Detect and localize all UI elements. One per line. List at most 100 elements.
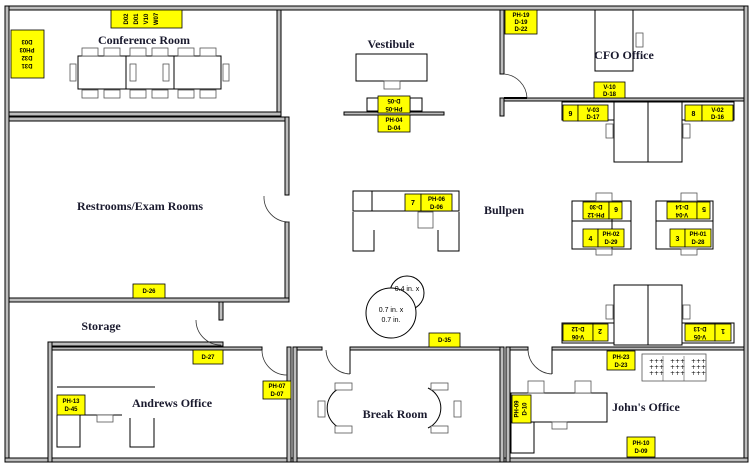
shelf-mark: + (659, 364, 664, 371)
chair (430, 382, 449, 391)
shelf-mark: + (675, 358, 680, 365)
svg-text:PH-05: PH-05 (385, 105, 403, 111)
svg-text:PH-12: PH-12 (587, 211, 605, 217)
wall-conf-right (276, 9, 282, 115)
wall-andrews-right (286, 346, 292, 463)
chair (81, 47, 99, 57)
break-table-left (317, 382, 353, 434)
chair (574, 380, 592, 394)
desk (647, 101, 683, 163)
chair (595, 192, 613, 202)
desk (56, 415, 81, 448)
wall-rest-right-b (284, 221, 290, 303)
svg-text:D-12: D-12 (571, 325, 585, 331)
room-label-cfo: CFO Office (594, 48, 654, 62)
tag-cfo-bottom: V-10 D-18 (593, 81, 626, 99)
desk-return (437, 212, 460, 252)
room-label-conference: Conference Room (98, 33, 190, 47)
counter-block (409, 97, 423, 112)
tag-desk-8: 8 V-02 D-16 (684, 104, 734, 122)
tag-desk-6: 6 PH-12 D-30 (582, 201, 623, 220)
svg-text:D-35: D-35 (438, 338, 452, 344)
wall-storage-right (218, 301, 224, 321)
svg-text:PH-19: PH-19 (512, 13, 530, 19)
chair (177, 89, 195, 99)
shelf-mark: + (670, 358, 675, 365)
tag-desk-1: 1 V-05 D-13 (684, 323, 732, 342)
wall-rest-right-a (284, 116, 290, 196)
room-label-john: John's Office (612, 400, 680, 414)
svg-text:D-10: D-10 (523, 402, 529, 416)
svg-text:D-18: D-18 (603, 92, 617, 98)
wall-storage-bottom (47, 341, 224, 347)
chair (103, 47, 121, 57)
svg-text:D-23: D-23 (614, 363, 628, 369)
desk (129, 418, 155, 448)
desk-return (352, 212, 375, 252)
svg-text:V-05: V-05 (693, 333, 706, 339)
wall-break-top-a (296, 346, 323, 351)
svg-text:D-09: D-09 (634, 449, 648, 455)
chair (199, 47, 217, 57)
shelf-mark: + (675, 364, 680, 371)
tag-john-desk: PH-09 D-10 (511, 394, 532, 424)
tag-desk-4: 4 PH-02 D-29 (582, 228, 625, 248)
chair (151, 47, 169, 57)
wall-bottom (4, 457, 749, 463)
chair (129, 63, 137, 82)
svg-text:D-04: D-04 (387, 126, 401, 132)
desk (647, 284, 683, 346)
shelf-mark: + (701, 370, 706, 377)
shelf-mark: + (670, 370, 675, 377)
shelf-mark: + (675, 370, 680, 377)
wall-break-left (292, 346, 298, 463)
desk-return (510, 421, 535, 454)
svg-text:3: 3 (676, 236, 680, 243)
chair (453, 400, 462, 418)
chair (383, 80, 401, 90)
svg-text:V-02: V-02 (711, 108, 724, 114)
chair (635, 32, 644, 48)
shelf-mark: + (654, 364, 659, 371)
room-label-bullpen: Bullpen (484, 203, 524, 217)
svg-text:D-07: D-07 (270, 392, 284, 398)
desk (613, 284, 649, 346)
svg-text:6: 6 (614, 205, 618, 212)
svg-text:7: 7 (411, 200, 415, 207)
svg-text:PH-04: PH-04 (385, 118, 403, 124)
svg-text:D-45: D-45 (64, 407, 78, 413)
wall-conf-bottom (8, 111, 282, 117)
svg-text:D-19: D-19 (514, 20, 528, 26)
door-restroom (263, 195, 290, 223)
door-cfo (503, 73, 528, 99)
tag-cfo-corner: PH-19 D-19 D-22 (504, 9, 538, 35)
svg-text:D-28: D-28 (691, 240, 705, 246)
tag-desk-3: 3 PH-01 D-28 (669, 228, 712, 248)
svg-text:D-05: D-05 (387, 97, 401, 103)
shelf-mark: + (670, 364, 675, 371)
tag-desk-2: 2 V-06 D-12 (562, 323, 609, 342)
svg-text:D02: D02 (124, 13, 130, 25)
shelf-mark: + (649, 370, 654, 377)
shelf-mark: + (659, 370, 664, 377)
svg-text:8: 8 (692, 111, 696, 118)
shelf-mark: + (654, 370, 659, 377)
chair (81, 89, 99, 99)
round-table (326, 387, 341, 429)
desk (352, 190, 374, 212)
svg-text:PH03: PH03 (19, 46, 35, 52)
large-circle-line2: 0.7 in. (381, 317, 400, 324)
shelf-mark: + (680, 370, 685, 377)
tag-desk-7: 7 PH-06 D-06 (404, 193, 453, 212)
tag-desk-9: 9 V-03 D-17 (562, 104, 609, 122)
svg-text:D-29: D-29 (604, 240, 618, 246)
shelf-mark: + (701, 364, 706, 371)
chair (430, 425, 449, 434)
svg-text:D-14: D-14 (675, 203, 689, 209)
cfo-desk (594, 9, 634, 72)
wall-rest-top (8, 116, 290, 122)
large-circle (365, 287, 417, 339)
wall-rest-bottom (8, 297, 290, 303)
walls (4, 5, 749, 463)
